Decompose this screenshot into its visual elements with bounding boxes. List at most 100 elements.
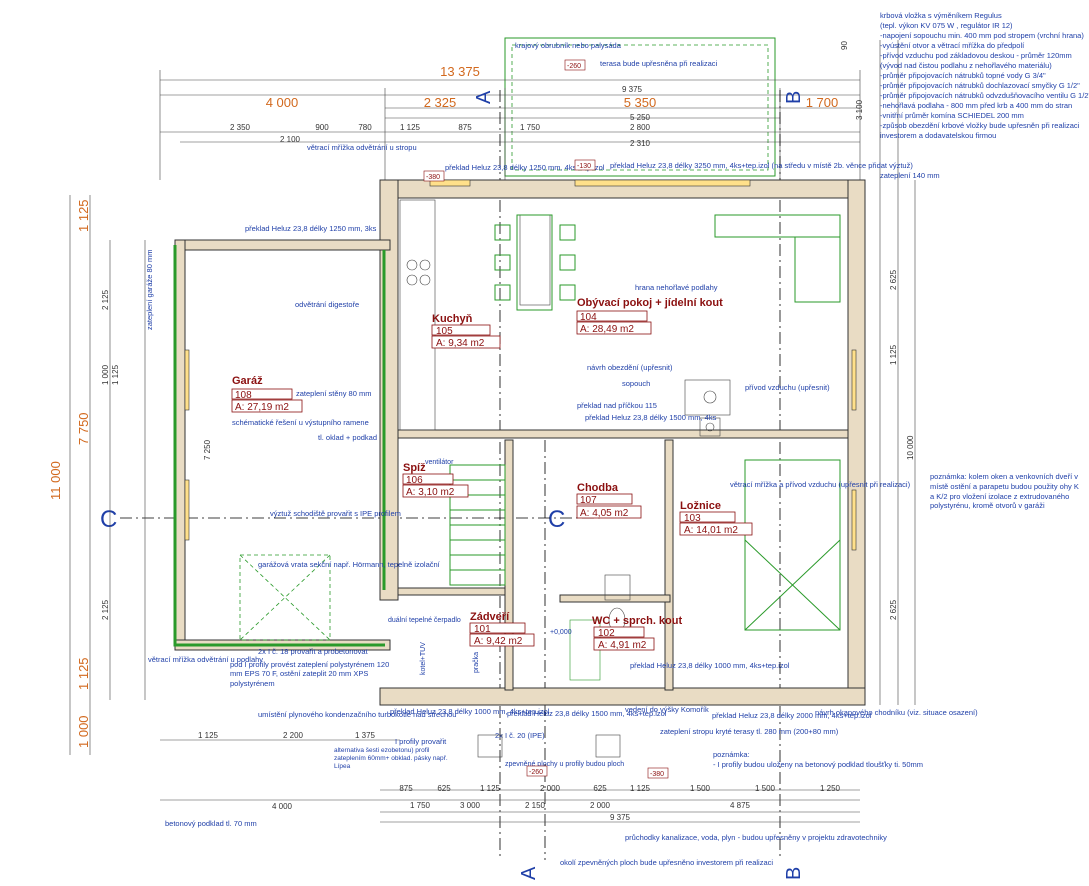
dimensions-right [879, 40, 916, 705]
room-name: Ložnice [680, 500, 721, 512]
dim-right-5: 10 000 [906, 435, 915, 460]
dim-left-inner-2: 1 000 [101, 364, 110, 385]
note-line: -průměr připojovacích nátrubků dochlazov… [880, 81, 1080, 90]
label-iprofil-box: pod I profily provést zateplení polystyr… [230, 660, 390, 688]
room-name: Obývací pokoj + jídelní kout [577, 297, 723, 309]
dim-left-3: 1 000 [76, 715, 91, 748]
label-vent: ventilátor [425, 459, 454, 466]
note-line: -vnitřní průměr komína SCHIEDEL 200 mm [880, 111, 1024, 120]
room-area: A: 4,05 m2 [580, 508, 629, 519]
label-schema: schématické řešení u výstupního ramene [232, 418, 369, 427]
label-zpevnena: zpevněné plochy u profily budou ploch [505, 761, 624, 768]
label-preklad6: překlad Heluz 23,8 délky 1500 mm, 4ks+te… [507, 709, 667, 718]
room-name: Zádveří [470, 611, 510, 623]
note-corner-box: poznámka: kolem oken a venkovních dveří … [930, 472, 1079, 510]
dim-r4b: 2 100 [280, 135, 301, 144]
note-line: -průměr připojovacích nátrubků odvzdušňo… [880, 91, 1089, 100]
dim-r4-1: 2 350 [230, 123, 251, 132]
label-iprofil: pod I profily provést zateplení polystyr… [230, 660, 390, 688]
label-obrubnik: krajový obrubník nebo palysáda [515, 41, 622, 50]
label-preklad8: překlad Heluz 23,8 délky 2000 mm, 4ks+te… [712, 711, 872, 720]
label-ipe2: 2x I č. 20 (IPE) [495, 731, 545, 740]
room-area: A: 27,19 m2 [235, 402, 289, 413]
label-kotel-tuv: kotel+TUV [420, 642, 427, 675]
room-num: 103 [684, 513, 701, 524]
room-area: A: 28,49 m2 [580, 324, 634, 335]
label-zateplenisteny: zateplení stěny 80 mm [296, 389, 371, 398]
label-vystuz: výztuž schodiště provařit s IPE profilem [270, 509, 401, 518]
room-wc: WC + sprch. kout 102 A: 4,91 m2 [592, 615, 682, 651]
dim-bottom-r3-4: 2 000 [590, 801, 611, 810]
label-navrh: návrh obezdění (upřesnit) [587, 363, 673, 372]
label-profil: I profily provařit [395, 737, 447, 746]
room-name: Spíž [403, 462, 426, 474]
room-num: 104 [580, 312, 597, 323]
room-name: Garáž [232, 375, 263, 387]
note-line: -nehořlavá podlaha - 800 mm před krb a 4… [880, 101, 1072, 110]
insulation-garage [173, 245, 385, 647]
dim-r4-4: 1 125 [400, 123, 421, 132]
note-line: -způsob obezdění krbové vložky bude upře… [880, 121, 1080, 130]
room-chodba: Chodba 107 A: 4,05 m2 [576, 482, 642, 519]
dim-left-sub: 7 750 [76, 412, 91, 445]
label-kotel: umístění plynového kondenzačního turboko… [258, 710, 456, 719]
label-preklad1: překlad Heluz 23,8 délky 1250 mm, 4ks+te… [445, 163, 605, 172]
label-prurazy: průchodky kanalizace, voda, plyn - budou… [625, 833, 887, 842]
section-mark-b-bottom: B [783, 867, 805, 880]
label-preklad7: překlad Heluz 23,8 délky 1000 mm, 4ks+te… [630, 661, 790, 670]
window-garage-2 [184, 479, 190, 541]
dining-table [494, 214, 576, 311]
room-num: 102 [598, 628, 615, 639]
dim-bottom-r3-2: 3 000 [460, 801, 481, 810]
label-vetraci2: větrací mřížka odvětrání u podlahy [148, 655, 263, 664]
dim-bottom-r2-6: 625 [593, 784, 607, 793]
window-garage-1 [184, 349, 190, 411]
label-zatepleni140: zateplení 140 mm [880, 171, 940, 180]
staircase [449, 464, 506, 586]
label-terasa: terasa bude upřesněna při realizaci [600, 59, 717, 68]
note-line: -průměr připojovacích nátrubků topné vod… [880, 71, 1046, 80]
room-spiz: Spíž 106 A: 3,10 m2 [402, 462, 469, 498]
label-preklad3: překlad Heluz 23,8 délky 1250 mm, 3ks [245, 224, 377, 233]
dim-right-2: 3 100 [855, 99, 864, 120]
note-line: -napojení sopouchu min. 400 mm pod strop… [880, 31, 1084, 40]
section-mark-c-left: C [100, 506, 117, 533]
label-hrana: hrana nehořlavé podlahy [635, 283, 718, 292]
label-privod: přívod vzduchu (upřesnit) [745, 383, 830, 392]
room-num: 107 [580, 495, 597, 506]
dim-bottom-r2-9: 1 500 [755, 784, 776, 793]
room-area: A: 14,01 m2 [684, 525, 738, 536]
dim-bottom-r1-1: 1 125 [198, 731, 219, 740]
dim-bottom-r2-8: 1 500 [690, 784, 711, 793]
dim-total-top: 13 375 [440, 64, 480, 79]
dim-left-2: 1 125 [76, 657, 91, 690]
dim-left-inner-5: 2 125 [101, 599, 110, 620]
dim-right-4: 1 125 [889, 344, 898, 365]
note-bottom-title: poznámka: [713, 750, 750, 759]
tag-box-1 [564, 59, 586, 71]
label-preklad-pricka: překlad nad příčkou 115 [577, 401, 657, 410]
dim-bottom-r2-1: 4 000 [272, 802, 293, 811]
bedroom-bed [744, 459, 841, 631]
dim-bottom-r2-4: 1 125 [480, 784, 501, 793]
tag-5: -380 [650, 771, 664, 778]
room-name: Chodba [577, 482, 619, 494]
dim-bottom-r1-2: 2 200 [283, 731, 304, 740]
label-okoli: okolí zpevněných ploch bude upřesněno in… [560, 858, 773, 867]
note-line: -vyústění otvor a větrací mřížka do před… [880, 41, 1025, 50]
dim-bottom-r3-3: 2 150 [525, 801, 546, 810]
dim-right-3: 2 625 [889, 269, 898, 290]
dim-bottom-r2-5: 2 000 [540, 784, 561, 793]
section-mark-c-right: C [548, 506, 565, 533]
room-area: A: 3,10 m2 [406, 487, 455, 498]
room-num: 105 [436, 326, 453, 337]
dim-bottom-r1-3: 1 375 [355, 731, 376, 740]
section-mark-a-top: A [473, 90, 495, 104]
tag-box-5 [647, 767, 669, 779]
room-num: 106 [406, 475, 423, 486]
dim-right-6: 2 625 [889, 599, 898, 620]
label-vetraci1: větrací mřížka odvětrání u stropu [307, 143, 417, 152]
label-preklad2: překlad Heluz 23,8 délky 3250 mm, 4ks+te… [610, 161, 913, 170]
section-mark-b-top: B [783, 91, 805, 104]
